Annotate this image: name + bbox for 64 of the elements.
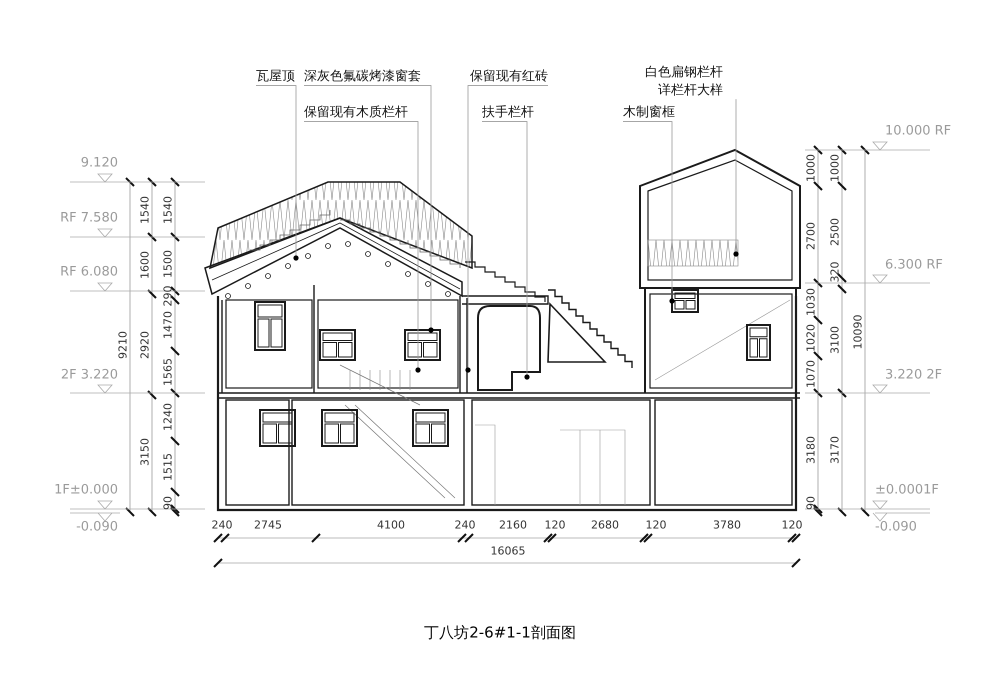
- dimension-label: 3780: [713, 520, 741, 530]
- dimension-label: 2680: [591, 520, 619, 530]
- dimension-label: 1070: [806, 360, 816, 388]
- dimension-label: 90: [806, 496, 816, 510]
- dimension-label: 1470: [162, 311, 174, 339]
- elevation-label: 10.000 RF: [885, 124, 952, 138]
- callout-text: 白色扁钢栏杆: [645, 64, 723, 82]
- callout-text: 详栏杆大样: [657, 82, 723, 100]
- dimension-label: 120: [782, 520, 802, 530]
- dimension-label: 1000: [830, 154, 840, 182]
- callout-text: 瓦屋顶: [256, 68, 295, 86]
- elevation-label: RF 6.080: [60, 266, 118, 278]
- dimension-label: 2745: [254, 520, 282, 530]
- dimension-label: 10090: [852, 314, 864, 350]
- dimension-label: 9210: [118, 331, 128, 359]
- dimension-label: 1515: [162, 453, 174, 481]
- dimension-label: 240: [212, 520, 232, 530]
- elevation-label: -0.090: [76, 520, 118, 534]
- elevation-label: 3.220 2F: [885, 368, 942, 382]
- leader-line: [482, 121, 530, 380]
- dimension-label: 320: [830, 262, 840, 282]
- callout-text: 保留现有红砖: [470, 68, 548, 86]
- dimension-label: 120: [646, 520, 666, 530]
- callout-text: 扶手栏杆: [482, 104, 534, 122]
- dimension-label: 90: [162, 496, 174, 510]
- leader-line: [465, 85, 548, 373]
- dimension-label: 240: [454, 520, 476, 530]
- dimension-label: 1540: [162, 196, 174, 224]
- dimension-label: 1030: [806, 288, 816, 316]
- dimension-label: 1540: [140, 196, 150, 224]
- leader-line: [304, 121, 421, 373]
- dimension-label: 1565: [162, 358, 174, 386]
- callout-text: 木制窗框: [623, 104, 675, 122]
- dimension-label: 1240: [162, 403, 174, 431]
- elevation-label: ±0.0001F: [875, 484, 939, 496]
- elevation-label: 2F 3.220: [60, 368, 118, 382]
- dimension-label: 1020: [806, 324, 816, 352]
- dimension-label: 2500: [830, 218, 840, 246]
- elevation-label: 1F±0.000: [54, 484, 118, 496]
- dimension-label: 120: [544, 520, 566, 530]
- dimension-label: 16065: [490, 546, 526, 556]
- dimension-label: 3170: [830, 436, 840, 464]
- elevation-label: 9.120: [80, 156, 118, 170]
- leader-line: [622, 121, 675, 304]
- dimension-label: 4100: [377, 520, 405, 530]
- elevation-label: -0.090: [875, 520, 917, 534]
- leader-line: [733, 98, 739, 257]
- dimension-label: 1000: [806, 154, 816, 182]
- callout-text: 保留现有木质栏杆: [304, 104, 408, 122]
- callout-text: 深灰色氟碳烤漆窗套: [304, 68, 421, 86]
- dimension-label: 3180: [806, 436, 816, 464]
- elevation-label: 6.300 RF: [885, 258, 943, 272]
- dimension-label: 3150: [140, 438, 150, 466]
- leader-line: [304, 85, 434, 333]
- leader-line: [256, 85, 299, 261]
- dimension-label: 290: [162, 286, 174, 306]
- dimension-label: 1600: [140, 251, 150, 279]
- elevation-label: RF 7.580: [60, 212, 118, 224]
- dimension-label: 3100: [830, 326, 840, 354]
- dimension-label: 2160: [499, 520, 527, 530]
- dimension-label: 1500: [162, 250, 174, 278]
- dimension-label: 2700: [806, 222, 816, 250]
- dimension-label: 2920: [140, 331, 150, 359]
- drawing-caption: 丁八坊2-6#1-1剖面图: [424, 626, 576, 640]
